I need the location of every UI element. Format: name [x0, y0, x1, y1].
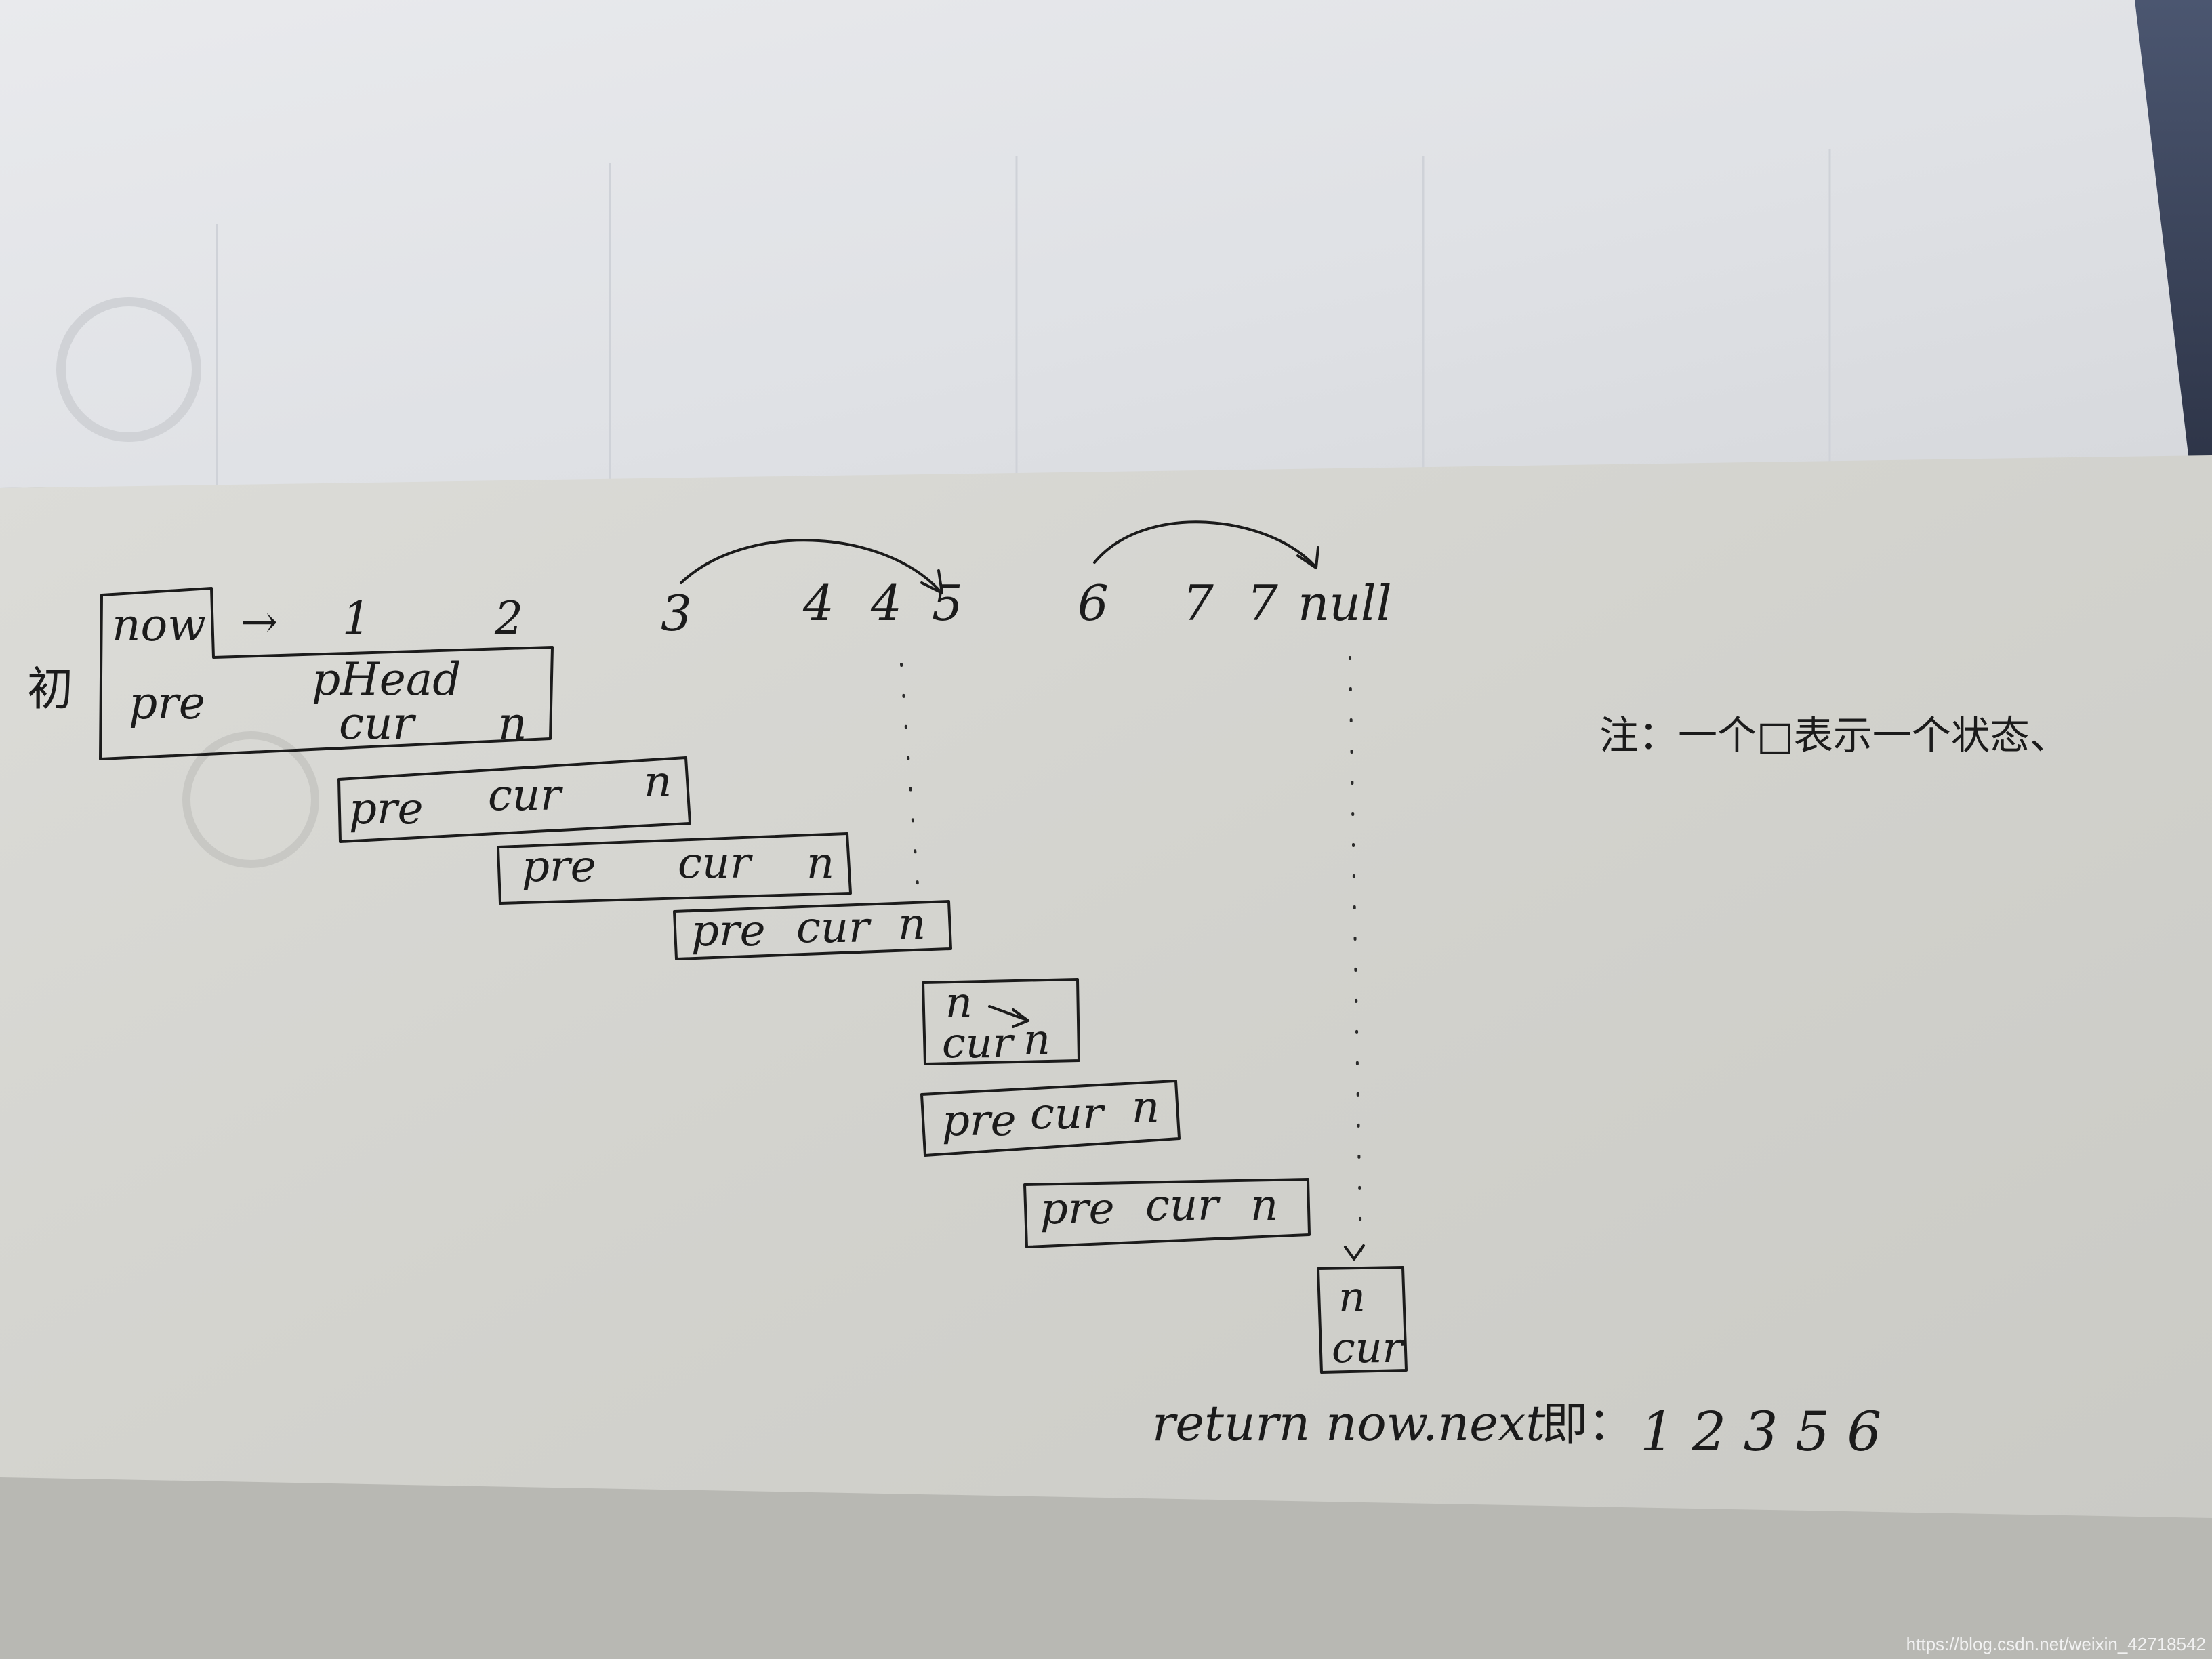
faint-stamp-mark: [56, 297, 201, 442]
note-text: 注：一个□表示一个状态、: [1599, 712, 2069, 758]
legend-note: 注：一个□表示一个状态、: [1599, 712, 2069, 758]
sequence-labels: 3 4 4 5 6 7 7 null: [661, 575, 1392, 642]
cur-label: cur: [796, 903, 872, 953]
watermark: https://blog.csdn.net/weixin_42718542: [1906, 1634, 2206, 1654]
state-0: now → 1 2 pre pHead cur n: [112, 592, 527, 750]
state-2: pre cur n: [522, 838, 834, 892]
result-values: 1 2 3 5 6: [1640, 1400, 1881, 1463]
ji-label: 即：: [1542, 1398, 1634, 1452]
pre-label: pre: [691, 906, 765, 956]
n-top-label: n: [945, 977, 972, 1027]
top-paper: [0, 0, 2189, 488]
sequence-label: 7: [1247, 575, 1278, 632]
faint-stamp-mark-2: [182, 731, 319, 868]
state-7-box: [1317, 1266, 1408, 1374]
n-label: n: [1132, 1082, 1160, 1132]
state-2-box: [497, 832, 852, 905]
node-1-label: 1: [342, 592, 371, 644]
state-4: n cur n: [942, 977, 1050, 1067]
small-arrow: [988, 1005, 1029, 1028]
pre-label: pre: [1040, 1184, 1114, 1234]
note-paper: [0, 455, 2212, 1659]
state-5: pre cur n: [942, 1082, 1160, 1146]
state-1-box: [337, 756, 691, 843]
state-7: n cur: [1332, 1272, 1405, 1372]
cur-label: cur: [1030, 1089, 1105, 1139]
pre-label: pre: [942, 1096, 1016, 1146]
state-6-box: [1023, 1178, 1311, 1248]
state-4-box: [922, 978, 1080, 1065]
state-3-box: [673, 900, 952, 960]
arrowhead: [1296, 546, 1319, 569]
n-label: n: [1250, 1181, 1278, 1231]
result-line: return now.next 即： 1 2 3 5 6: [1152, 1395, 1881, 1463]
skip-arrow-3-to-5: [680, 539, 940, 591]
state-6: pre cur n: [1040, 1181, 1278, 1234]
node-2-label: 2: [494, 592, 523, 644]
init-label: 初: [27, 663, 73, 716]
sequence-label: 4: [870, 575, 902, 632]
now-label: now: [112, 599, 206, 651]
n-label: n: [898, 899, 926, 949]
fabric-corner: [2128, 0, 2212, 461]
paper-shadow: [0, 1477, 2212, 1659]
skip-arrow-6-to-null: [1093, 520, 1316, 567]
pre-label: pre: [522, 842, 596, 892]
cur-label: cur: [942, 1018, 1015, 1067]
sequence-label: null: [1298, 575, 1392, 632]
state-1: pre cur n: [349, 757, 672, 834]
phead-label: pHead: [312, 653, 461, 705]
state-3: pre cur n: [691, 899, 926, 956]
n-label: n: [644, 757, 672, 807]
sequence-label: 3: [661, 585, 692, 642]
n-label: n: [498, 697, 527, 750]
arrowhead: [1344, 1244, 1365, 1261]
arrow-glyph: →: [241, 596, 278, 648]
pre-label: pre: [129, 677, 205, 729]
sequence-label: 7: [1183, 575, 1214, 632]
state-5-box: [920, 1080, 1181, 1157]
sequence-label: 4: [802, 575, 834, 632]
return-text: return now.next: [1152, 1395, 1546, 1452]
n-label: n: [1023, 1015, 1050, 1064]
cur-label: cur: [339, 697, 416, 750]
cur-label: cur: [1332, 1323, 1405, 1372]
cur-label: cur: [488, 771, 563, 821]
sequence-label: 5: [932, 575, 963, 632]
sequence-label: 6: [1078, 575, 1109, 632]
n-label: n: [806, 838, 834, 888]
cur-label: cur: [1145, 1181, 1221, 1231]
pre-label: pre: [349, 784, 423, 834]
arrowhead: [920, 569, 943, 594]
n-label: n: [1338, 1272, 1366, 1322]
cur-label: cur: [678, 838, 753, 888]
state-0-box: [99, 587, 554, 760]
top-paper-rules: [216, 149, 1831, 488]
